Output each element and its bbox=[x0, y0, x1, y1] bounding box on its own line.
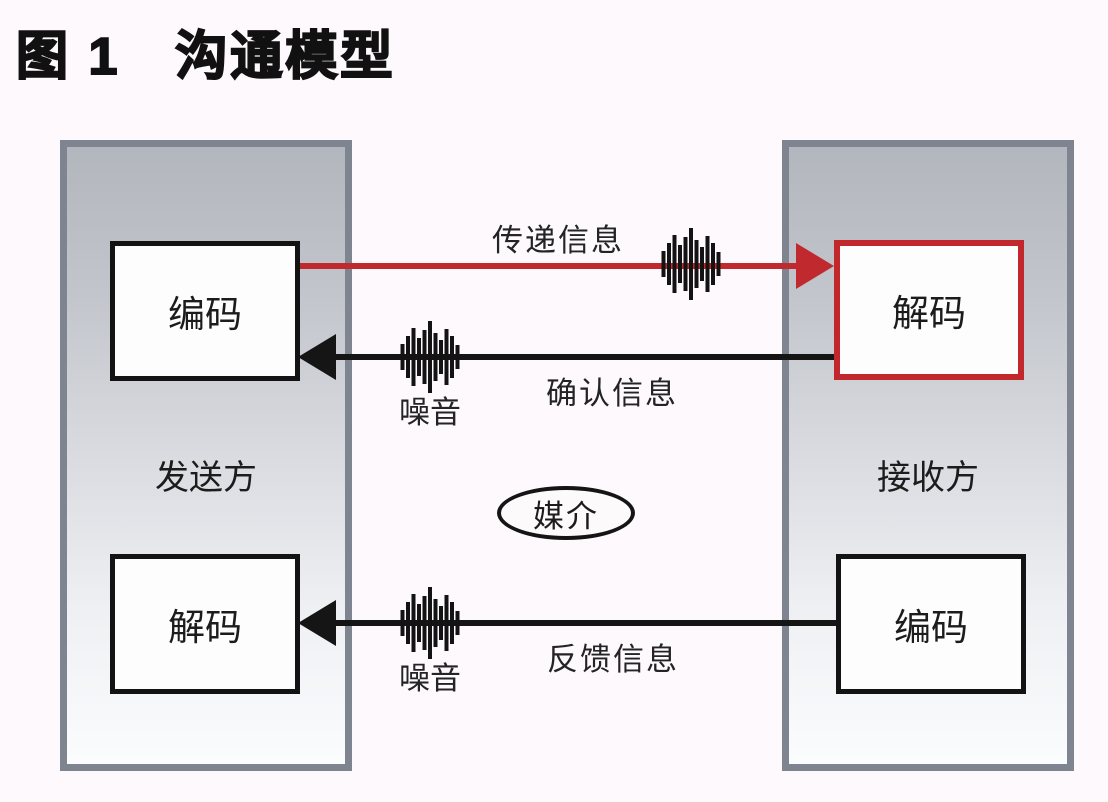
sender-decode-box: 解码 bbox=[110, 554, 300, 694]
sender-encode-label: 编码 bbox=[168, 294, 242, 335]
receiver-encode-box: 编码 bbox=[836, 554, 1026, 694]
figure-title: 图 1 沟通模型 bbox=[15, 27, 396, 87]
receiver-encode-label: 编码 bbox=[894, 607, 968, 648]
noise-label: 噪音 bbox=[399, 661, 461, 696]
sender-label: 发送方 bbox=[155, 459, 257, 497]
feedback-arrowhead-icon bbox=[298, 600, 336, 646]
noise-waveform-icon bbox=[400, 321, 460, 393]
noise-waveform-icon bbox=[400, 587, 460, 659]
medium-ellipse: 媒介 bbox=[497, 486, 635, 540]
receiver-decode-label: 解码 bbox=[892, 293, 966, 334]
receiver-decode-box: 解码 bbox=[834, 240, 1024, 380]
receiver-label: 接收方 bbox=[877, 459, 979, 497]
transmit-label: 传递信息 bbox=[492, 223, 624, 258]
noise-waveform-icon bbox=[661, 228, 721, 300]
transmit-arrowhead-icon bbox=[796, 243, 834, 289]
sender-encode-box: 编码 bbox=[110, 241, 300, 381]
feedback-arrow-line bbox=[334, 620, 837, 626]
confirm-arrow-line bbox=[334, 354, 835, 360]
noise-label: 噪音 bbox=[399, 395, 461, 430]
transmit-arrow-line bbox=[298, 263, 798, 269]
medium-label: 媒介 bbox=[533, 498, 599, 534]
sender-decode-label: 解码 bbox=[168, 607, 242, 648]
feedback-label: 反馈信息 bbox=[547, 642, 679, 677]
confirm-label: 确认信息 bbox=[546, 376, 678, 411]
confirm-arrowhead-icon bbox=[298, 334, 336, 380]
